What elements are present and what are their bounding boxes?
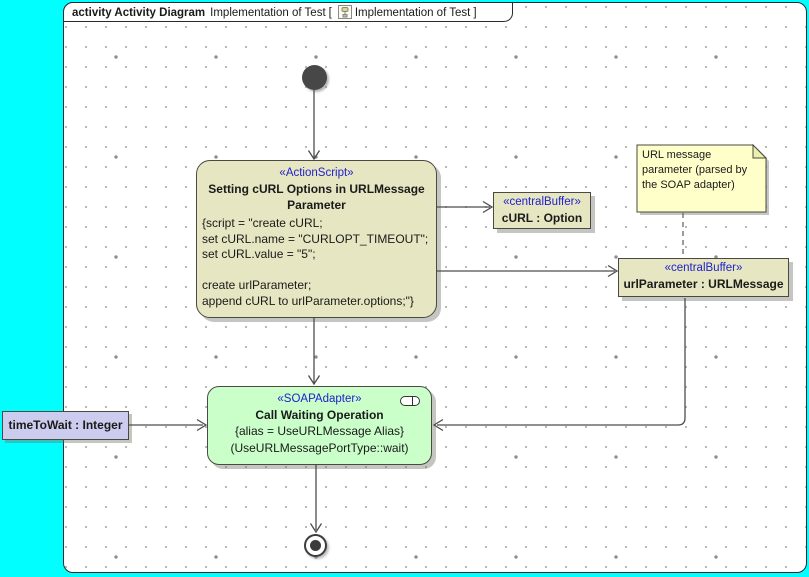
action-operation: (UseURLMessagePortType::wait) bbox=[230, 441, 409, 455]
action-body-line: set cURL.value = "5"; bbox=[202, 247, 316, 261]
buffer-name: cURL : Option bbox=[501, 211, 583, 225]
action-body-line bbox=[197, 263, 436, 279]
context-name-label: Implementation of Test bbox=[354, 7, 471, 19]
frame-title: activity Activity Diagram Implementation … bbox=[63, 2, 513, 22]
action-body-line: {script = "create cURL; bbox=[202, 216, 323, 230]
note[interactable] bbox=[636, 143, 777, 221]
close-bracket: ] bbox=[473, 7, 477, 19]
stereotype-label: «centralBuffer» bbox=[503, 196, 581, 208]
stereotype-label: «ActionScript» bbox=[279, 167, 354, 179]
call-operation-icon bbox=[400, 394, 422, 412]
stereotype-label: «centralBuffer» bbox=[664, 262, 743, 274]
action-body-line: create urlParameter; bbox=[202, 278, 312, 292]
action-name: Call Waiting Operation bbox=[255, 408, 384, 422]
note-text: URL message parameter (parsed by the SOA… bbox=[642, 149, 748, 191]
soap-adapter-call-action[interactable]: «SOAPAdapter» Call Waiting Operation {al… bbox=[207, 386, 432, 465]
central-buffer-curl[interactable]: «centralBuffer» cURL : Option bbox=[493, 192, 591, 229]
diagram-kind-label: activity Activity Diagram bbox=[72, 7, 206, 19]
activity-diagram-icon bbox=[337, 5, 352, 26]
final-node[interactable] bbox=[304, 534, 327, 557]
action-body-line: set cURL.name = "CURLOPT_TIMEOUT"; bbox=[202, 231, 429, 246]
stereotype-label: «SOAPAdapter» bbox=[277, 393, 362, 405]
central-buffer-urlparameter[interactable]: «centralBuffer» urlParameter : URLMessag… bbox=[618, 258, 789, 297]
action-node-setting-curl-options[interactable]: «ActionScript» Setting cURL Options in U… bbox=[196, 160, 437, 318]
buffer-name: urlParameter : URLMessage bbox=[623, 277, 784, 291]
initial-node[interactable] bbox=[302, 65, 327, 90]
final-node-dot bbox=[310, 540, 321, 551]
activity-parameter-timetowait[interactable]: timeToWait : Integer bbox=[2, 411, 129, 440]
action-body-line: append cURL to urlParameter.options;"} bbox=[202, 293, 414, 308]
action-name: Setting cURL Options in URLMessage Param… bbox=[208, 182, 425, 212]
open-bracket: [ bbox=[328, 7, 332, 19]
action-constraint: {alias = UseURLMessage Alias} bbox=[234, 424, 405, 438]
diagram-name-label: Implementation of Test bbox=[210, 7, 326, 19]
